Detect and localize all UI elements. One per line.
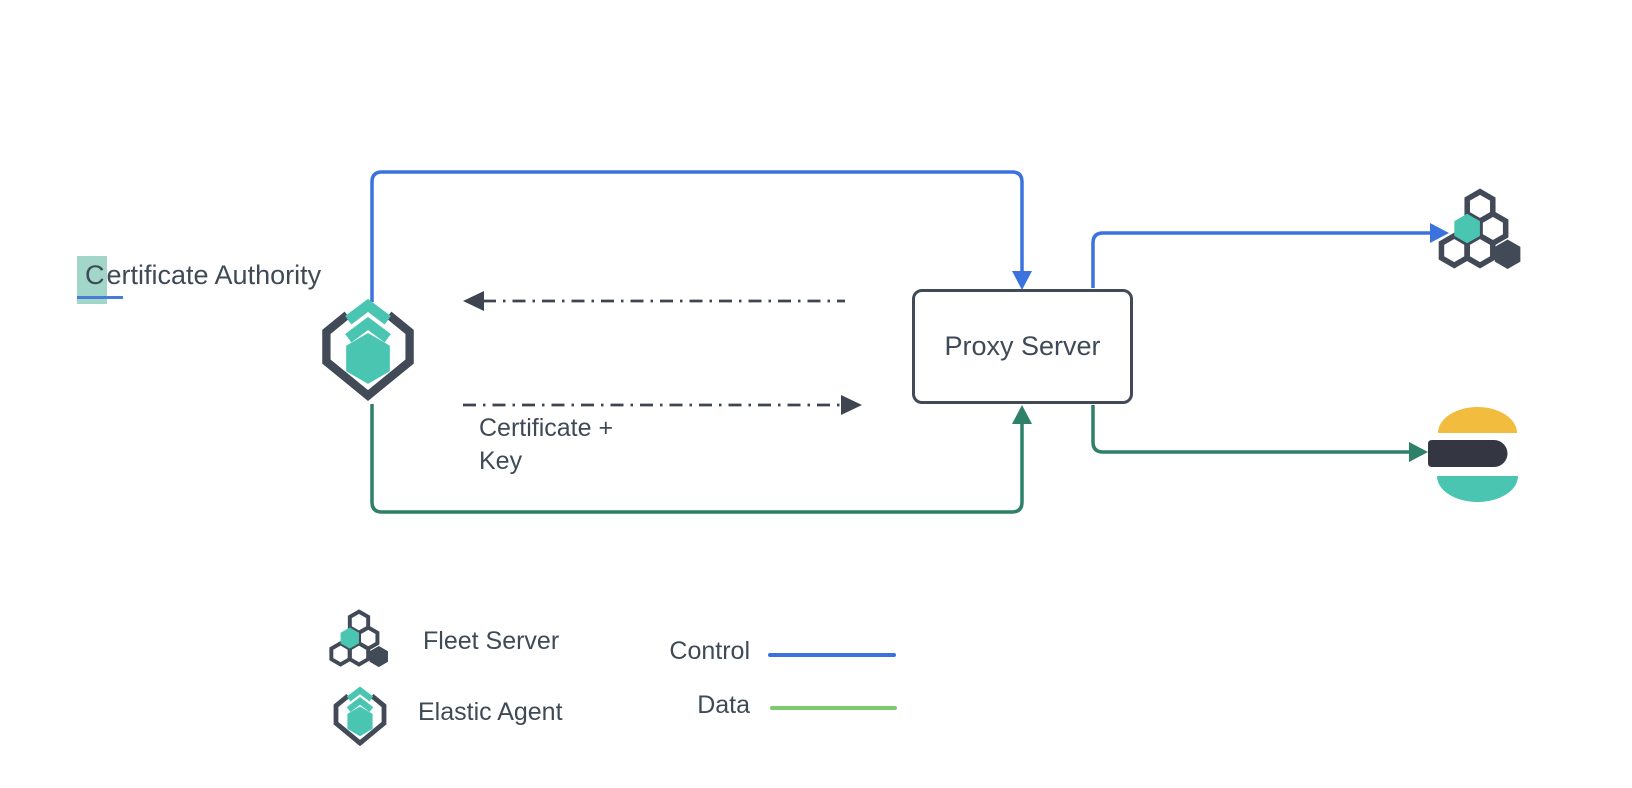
control-line-proxy-to-fleet: [1091, 223, 1449, 288]
legend-item-fleet-server: Fleet Server: [423, 627, 560, 655]
certificate-key-label: Certificate + Key: [479, 412, 613, 478]
text-cursor-underline: [77, 296, 123, 299]
legend-control-line: [768, 653, 896, 657]
cert-key-dashed-arrow: [463, 395, 862, 415]
proxy-server-box[interactable]: Proxy Server: [912, 289, 1133, 404]
legend-elastic-agent-icon: [330, 686, 390, 748]
data-line-proxy-to-elasticsearch: [1091, 405, 1428, 462]
legend-data-line: [770, 706, 897, 710]
proxy-server-label: Proxy Server: [944, 331, 1101, 361]
cert-request-dashed-arrow: [463, 291, 845, 311]
certificate-authority-label[interactable]: Certificate Authority: [77, 256, 322, 304]
certificate-key-line1: Certificate +: [479, 414, 614, 442]
certificate-key-line2: Key: [479, 447, 523, 475]
legend-item-elastic-agent: Elastic Agent: [418, 698, 563, 726]
legend-fleet-server-icon: [326, 609, 392, 675]
certificate-authority-text: ertificate Authority: [106, 260, 322, 290]
elastic-agent-icon[interactable]: [316, 298, 420, 404]
legend-label-data: Data: [697, 691, 750, 719]
arrowhead-right-icon: [1430, 223, 1449, 243]
arrowhead-right-icon: [841, 395, 862, 415]
arrowhead-down-icon: [1012, 271, 1032, 290]
control-line-agent-to-proxy: [370, 170, 1032, 302]
arrowhead-left-icon: [463, 291, 484, 311]
arrowhead-right-icon: [1409, 442, 1428, 462]
data-line-agent-to-proxy: [370, 404, 1032, 514]
fleet-server-icon[interactable]: [1434, 188, 1526, 280]
elasticsearch-icon[interactable]: [1424, 402, 1524, 508]
arrowhead-up-icon: [1012, 405, 1032, 424]
legend-label-control: Control: [669, 637, 750, 665]
